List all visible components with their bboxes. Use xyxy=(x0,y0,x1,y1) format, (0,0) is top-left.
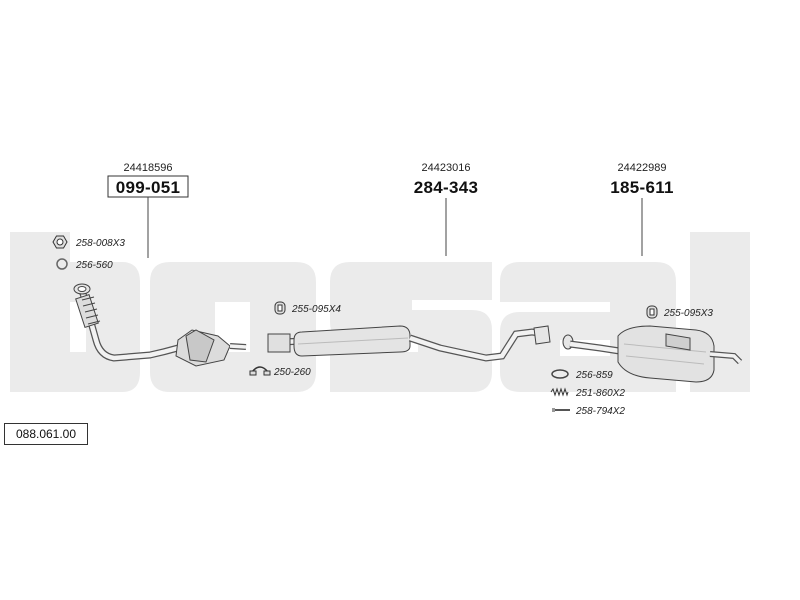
rear-silencer[interactable] xyxy=(562,325,743,383)
accessory-item[interactable]: 251-860X2 xyxy=(550,387,625,399)
spring-icon xyxy=(550,387,569,397)
accessory-code: 258-794X2 xyxy=(575,406,625,417)
part-label-rear-silencer[interactable]: 24422989 185-611 xyxy=(610,162,674,197)
part-label-middle-silencer[interactable]: 24423016 284-343 xyxy=(414,162,479,197)
accessory-code: 258-008X3 xyxy=(75,238,125,249)
rubber-mount-icon xyxy=(274,301,286,315)
accessory-item[interactable]: 250-260 xyxy=(249,366,311,378)
middle-silencer-pipe[interactable] xyxy=(267,325,551,362)
accessory-code: 251-860X2 xyxy=(575,388,625,399)
hex-nut-icon xyxy=(52,235,68,249)
gasket-ring-icon xyxy=(56,258,68,270)
oem-number: 24422989 xyxy=(618,162,667,174)
front-pipe-catalytic-converter[interactable] xyxy=(73,283,247,367)
oem-number: 24423016 xyxy=(422,162,471,174)
accessory-item[interactable]: 255-095X3 xyxy=(646,305,713,319)
accessory-item[interactable]: 258-008X3 xyxy=(52,235,125,249)
gasket-ring-icon xyxy=(551,369,569,379)
clamp-icon xyxy=(249,366,271,376)
part-number: 099-051 xyxy=(116,178,181,197)
accessory-item[interactable]: 255-095X4 xyxy=(274,301,341,315)
bolt-icon xyxy=(552,408,570,412)
accessory-code: 255-095X3 xyxy=(663,308,713,319)
part-number: 185-611 xyxy=(610,178,674,197)
rubber-mount-icon xyxy=(646,305,658,319)
part-label-front-pipe[interactable]: 24418596 099-051 xyxy=(107,162,189,198)
accessory-item[interactable]: 258-794X2 xyxy=(552,406,625,417)
accessory-code: 255-095X4 xyxy=(291,304,341,315)
accessory-code: 256-560 xyxy=(75,260,113,271)
oem-number: 24418596 xyxy=(124,162,173,174)
accessory-item[interactable]: 256-859 xyxy=(551,369,613,381)
reference-number-box: 088.061.00 xyxy=(4,423,88,445)
part-number: 284-343 xyxy=(414,178,479,197)
accessory-code: 256-859 xyxy=(575,370,613,381)
accessory-item[interactable]: 256-560 xyxy=(56,258,113,271)
accessory-code: 250-260 xyxy=(273,367,311,378)
